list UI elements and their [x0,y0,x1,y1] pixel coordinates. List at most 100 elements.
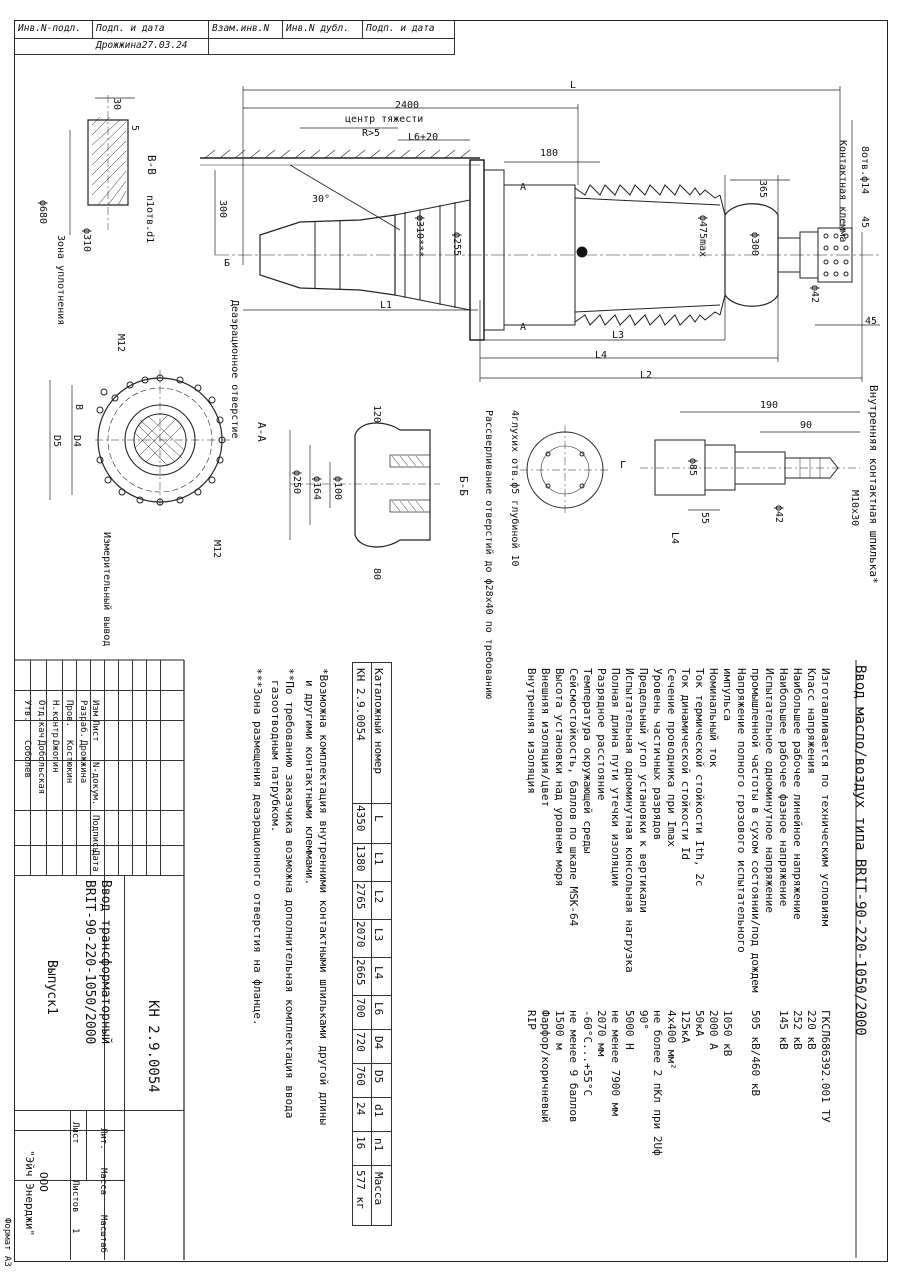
aa-meas-output: Измерительный вывод [101,532,112,647]
spec-row-value: 1050 кВ [721,1010,734,1057]
dimension-lines [214,86,880,382]
vv-n1-holes: n1отв.d1 [144,195,155,244]
catalog-header-n1: n1 [372,1138,385,1152]
stamp-razrab-label: Разраб. [78,700,88,738]
spec-row-label: Внутренняя изоляция [525,668,538,794]
dim-8otv: 8отв.ф14 [859,146,870,195]
section-bb-view [289,422,440,548]
catalog-header-L3: L3 [372,928,385,942]
vv-dim-5: 5 [129,125,140,132]
note-line: *Возможна комплектация внутренними конта… [317,668,330,1125]
catalog-cell: 2665 [354,959,367,986]
spec-row-value: Фарфор/коричневый [539,1010,552,1123]
stamp-listov-value: 1 [70,1228,80,1234]
spec-row-value: 220 кВ [805,1010,818,1050]
catalog-cell: 2765 [354,883,367,910]
spec-row-label: Сейсмостойкость, баллов по шкале MSK-64 [567,668,580,927]
spec-title: Ввод масло/воздух типа BRIT-90-220-1050/… [852,665,868,1036]
header-col-inv-podl: Инв.N-подл. [14,20,93,38]
stud-dim-190: 190 [760,400,779,411]
spec-row-label: Сечение проводника при Imax [665,668,678,847]
dim-r5: R>5 [362,128,381,139]
spec-row-label: Высота установки над уровнем моря [553,668,566,887]
dim-l6: L6+20 [408,132,439,143]
dim-180: 180 [540,148,559,159]
catalog-cell: 720 [354,1032,367,1052]
stud-m10: M10x30 [849,490,860,527]
spec-row-label: Полная длина пути утечки изоляции [609,668,622,887]
spec-row-label: Изготавливается по техническим условиям [819,668,832,927]
spec-row-value: ГКСЛ686392.001 ТУ [819,1010,832,1123]
spec-row-value: RIP [525,1010,538,1030]
stamp-col-ndoc: N-докум. [90,762,100,806]
catalog-table [352,662,392,1226]
spec-row-value: 2000 A [707,1010,720,1050]
vv-dim-30: 30 [111,98,122,111]
holes-note: 4глухих отв.ф5 глубиной 10 [509,410,520,567]
catalog-header-L2: L2 [372,890,385,904]
stamp-company-line2: "Эйч Энерджи" [23,1150,36,1237]
aa-d5: D5 [51,435,62,448]
stud-phi85: ф85 [687,458,698,477]
holes-note-2: Рассверливание отверстий до ф28х40 по тр… [483,410,494,699]
stud-view [640,411,860,511]
dim-L4: L4 [595,350,608,361]
catalog-header-L1: L1 [372,852,385,866]
stamp-masshtab: Масштаб [98,1215,108,1253]
stamp-issue: Выпуск1 [44,960,59,1015]
bb-dim-120: 120 [371,405,382,424]
spec-row-label: Уровень частичных разрядов [651,668,664,841]
header-col-vzam: Взам.инв.N [208,20,283,38]
spec-row-value: -60°С...+55°С [581,1010,594,1097]
stamp-block [14,660,184,1260]
catalog-header-number: Каталожный номер [372,668,385,774]
stamp-col-podp: Подпись [90,815,100,853]
catalog-cell: 577 кг [354,1170,367,1210]
dim-phi475: ф475max [697,215,708,258]
header-col-inv-dubl: Инв.N дубл. [282,20,363,38]
drawing-sheet [14,20,888,1262]
stamp-format: Формат А3 [2,1218,12,1267]
spec-row-label: Ток термической стойкости Ith, 2с [693,668,706,887]
spec-row-value: 1500 м [553,1010,566,1050]
vv-phi310: ф310 [81,228,92,253]
spec-row-label: Внешняя изоляция/цвет [539,668,552,808]
note-line: и другими контактными клеммами. [303,680,316,886]
spec-row-value: 5000 Н [623,1010,636,1050]
spec-row-label: Разрядное расстояние [595,668,608,801]
spec-row-value: 505 кВ/460 кВ [749,1010,762,1097]
spec-row-label: промышленной частоты в сухом состоянии/п… [749,668,762,993]
stamp-prov: Костюкин [64,740,74,784]
spec-row-label: Номинальный ток [707,668,720,768]
dim-300: 300 [217,200,228,219]
spec-row-label: Температура окружающей среды [581,668,594,854]
aa-v-label: В [73,404,84,411]
degassing-hole-label: Деаэрационное отверстие [229,300,240,439]
stamp-list: Лист [70,1122,80,1144]
dim-45: 45 [859,216,870,229]
dim-L1: L1 [380,300,393,311]
spec-row-value: 50кА [693,1010,706,1037]
stud-dim-90: 90 [800,420,813,431]
stamp-otd: Добольская [36,740,46,795]
contact-terminal-label: Контактная клемма [837,140,848,243]
catalog-cell: 760 [354,1066,367,1086]
dim-phi42: ф42 [809,285,820,304]
aa-m12-top: M12 [115,334,126,353]
stud-phi42: ф42 [773,505,784,524]
spec-row-value: 4х400 мм² [665,1010,678,1070]
stamp-lit: Лит. [98,1128,108,1150]
section-aa-view [49,370,230,510]
spec-row-value: не более 2 пКл при 2Uф [651,1010,664,1156]
dim-L: L [570,80,577,91]
catalog-header-L6: L6 [372,1002,385,1016]
stud-dim-55: 55 [699,512,710,525]
stamp-col-list: Лист [90,720,100,742]
catalog-cell: 1380 [354,845,367,872]
holes-view [520,425,610,515]
spec-row-value: не менее 7900 мм [609,1010,622,1116]
catalog-cell: KH 2.9.0054 [354,668,367,741]
stud-title: Внутренняя контактная шпилька* [867,385,880,584]
spec-row-label: Ток динамической стойкости Id [679,668,692,861]
spec-row-value: 125кА [679,1010,692,1044]
